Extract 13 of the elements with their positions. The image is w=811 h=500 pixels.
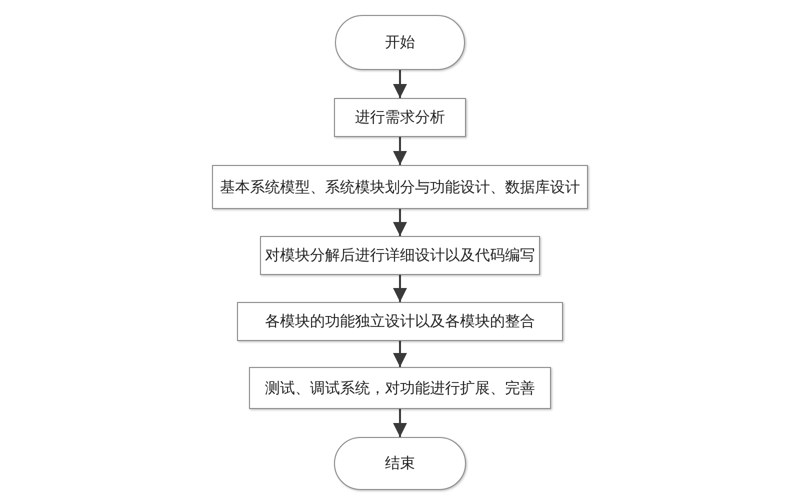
arrow bbox=[393, 275, 407, 302]
process-box: 进行需求分析 bbox=[334, 98, 466, 137]
process-box: 基本系统模型、系统模块划分与功能设计、数据库设计 bbox=[212, 165, 588, 209]
arrow bbox=[393, 409, 407, 437]
process-box: 对模块分解后进行详细设计以及代码编写 bbox=[260, 236, 540, 275]
terminal-pill: 结束 bbox=[334, 437, 466, 490]
process-box: 各模块的功能独立设计以及各模块的整合 bbox=[237, 302, 563, 341]
terminal-pill: 开始 bbox=[335, 15, 465, 70]
arrow bbox=[393, 137, 407, 165]
arrow bbox=[393, 341, 407, 367]
process-box: 测试、调试系统，对功能进行扩展、完善 bbox=[249, 367, 551, 409]
arrow bbox=[393, 209, 407, 236]
arrow bbox=[393, 70, 407, 98]
